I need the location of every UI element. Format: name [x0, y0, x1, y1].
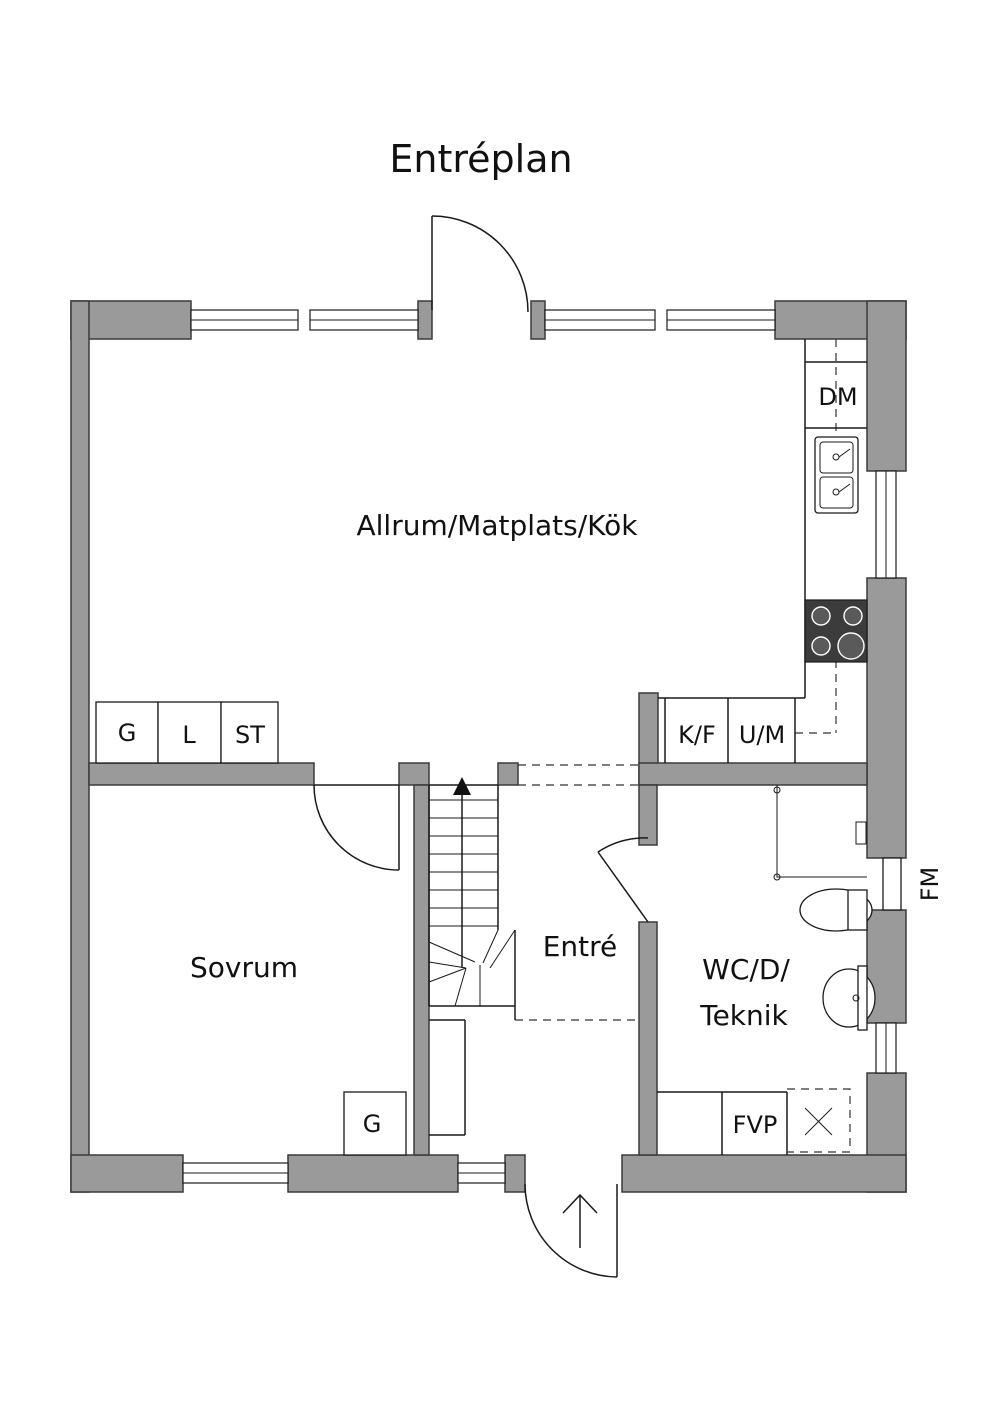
door-top-swing: [431, 215, 529, 313]
burner-icon: [811, 606, 831, 626]
door-bath-swing: [597, 837, 649, 853]
room-label-bedroom: Sovrum: [190, 951, 298, 984]
floor-drain-area: [786, 1088, 851, 1153]
linen-closet-label: L: [182, 721, 196, 749]
heat-pump-label: FVP: [733, 1111, 778, 1139]
toilet-tank: [847, 889, 868, 931]
door-entrance-swing: [524, 1183, 618, 1278]
entrance-arrow-head: [562, 1193, 598, 1214]
door-bath-leaf: [597, 851, 649, 923]
outer-walls: [70, 300, 907, 1193]
room-label-bath-line2: Teknik: [699, 999, 788, 1032]
wall-bath-top: [638, 762, 868, 786]
wall-bottom-1: [70, 1154, 184, 1193]
bathroom-fixtures: FM FVP: [657, 785, 944, 1155]
shower-head-icon: [855, 821, 867, 845]
wall-right-2: [866, 577, 907, 859]
bedroom-wardrobe: [343, 1091, 407, 1156]
fridge-freezer-label: K/F: [678, 721, 716, 749]
wall-bath-left-lower: [638, 921, 658, 1156]
burner-icon: [837, 632, 865, 660]
burner-icon: [811, 636, 831, 656]
kitchen-sink: [814, 436, 859, 514]
wall-right-1: [866, 300, 907, 472]
wardrobes-living: G L ST: [95, 701, 279, 764]
fm-unit: [882, 857, 902, 911]
room-label-living: Allrum/Matplats/Kök: [357, 509, 639, 542]
wall-stair-stub: [497, 762, 519, 786]
fm-label: FM: [916, 867, 944, 902]
bedroom-wardrobe-label: G: [363, 1110, 382, 1138]
wall-top-door-left: [417, 300, 433, 340]
room-label-entrance: Entré: [543, 930, 618, 963]
room-label-bath-line1: WC/D/: [702, 953, 790, 986]
shower-rail: [776, 785, 867, 878]
staircase: [428, 777, 516, 1136]
stair-up-arrow: [453, 777, 471, 795]
windows: [182, 309, 897, 1184]
wall-bottom-3: [504, 1154, 526, 1193]
wall-bottom-2: [287, 1154, 459, 1193]
plan-title: Entréplan: [389, 137, 572, 181]
wall-bottom-4: [621, 1154, 907, 1193]
wall-left: [70, 300, 90, 1193]
oven-microwave-label: U/M: [739, 721, 785, 749]
doors: [313, 215, 649, 1278]
burner-icon: [843, 606, 863, 626]
dishwasher-label: DM: [818, 383, 857, 411]
wall-bedroom-right: [413, 784, 430, 1156]
door-bedroom-swing: [313, 784, 400, 871]
wardrobe-label: G: [118, 719, 137, 747]
wall-bedroom-top-right: [398, 762, 430, 786]
cleaning-closet-label: ST: [235, 721, 265, 749]
wall-bath-left-upper: [638, 784, 658, 846]
kitchen-counter: DM K/F U/M: [658, 339, 868, 763]
wall-top-door-right: [530, 300, 546, 340]
wall-bedroom-top: [88, 762, 315, 786]
